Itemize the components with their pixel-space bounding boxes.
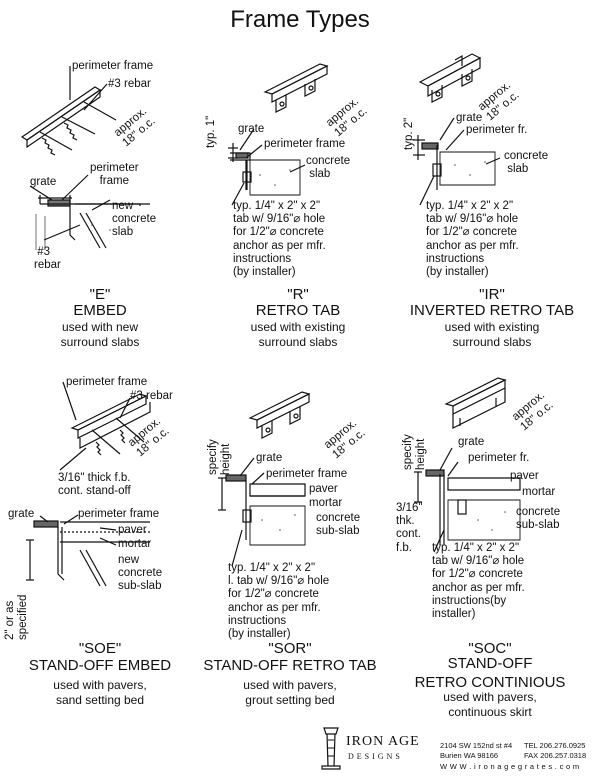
standoff-embed-section xyxy=(26,520,150,587)
type-name-ir: INVERTED RETRO TAB xyxy=(409,302,575,319)
retro-tab-perspective xyxy=(263,63,329,113)
type-name-soe: STAND-OFF EMBED xyxy=(28,657,172,674)
type-name-r: RETRO TAB xyxy=(255,302,341,319)
label-perimeter-fr-soc: perimeter fr. xyxy=(468,452,530,464)
retro-tab-section xyxy=(228,143,301,196)
standoff-continuous-perspective xyxy=(444,377,507,429)
label-perimeter-frame-sor: perimeter frame xyxy=(266,468,348,480)
standoff-retro-section xyxy=(218,474,306,546)
label-mortar-soe: mortar xyxy=(118,538,152,550)
label-grate-sor: grate xyxy=(256,452,283,464)
label-standoff-side-soc: 3/16"thk.cont.f.b. xyxy=(396,502,423,554)
standoff-retro-perspective xyxy=(248,391,311,439)
standoff-embed-perspective xyxy=(70,393,151,456)
label-grate-soc: grate xyxy=(458,436,485,448)
type-name-e: EMBED xyxy=(73,302,127,319)
label-perimeter-frame-r: perimeter frame xyxy=(264,138,346,150)
label-paver-soc: paver xyxy=(510,470,539,482)
page-title: Frame Types xyxy=(230,6,370,33)
footer-website[interactable]: W W W . i r o n a g e g r a t e s . c o … xyxy=(440,762,580,771)
label-grate: grate xyxy=(30,176,57,188)
label-grate-r: grate xyxy=(238,123,265,135)
standoff-continuous-section xyxy=(414,469,521,545)
label-grate-soe: grate xyxy=(8,508,35,520)
embed-perspective xyxy=(20,86,117,156)
label-perimeter-frame-split: perimeter frame xyxy=(90,162,139,188)
inverted-retro-section xyxy=(413,135,496,190)
iron-age-logo-icon xyxy=(321,727,341,770)
type-code-soc: "SOC" xyxy=(468,640,512,657)
label-paver-sor: paver xyxy=(309,483,338,495)
type-code-ir: "IR" xyxy=(479,286,505,303)
label-mortar-soc: mortar xyxy=(522,486,556,498)
label-perimeter-frame: perimeter frame xyxy=(72,60,154,72)
label-concrete-slab-r: concrete slab xyxy=(306,155,351,181)
label-paver-soe: paver xyxy=(118,524,147,536)
label-typ-1: typ. 1" xyxy=(205,115,217,148)
label-perimeter-frame-soe: perimeter frame xyxy=(66,376,148,388)
type-code-soe: "SOE" xyxy=(78,640,122,657)
label-perimeter-fr-ir: perimeter fr. xyxy=(466,124,528,136)
label-mortar-sor: mortar xyxy=(309,497,343,509)
type-use-soe: used with pavers,sand setting bed xyxy=(53,678,147,707)
note-standoff-soe: 3/16" thick f.b.cont. stand-off xyxy=(58,472,131,498)
type-code-r: "R" xyxy=(287,286,309,303)
label-perimeter-frame-soe-2: perimeter frame xyxy=(78,508,160,520)
brand-sub: DESIGNS xyxy=(348,752,403,761)
label-grate-ir: grate xyxy=(456,112,483,124)
brand-name: IRON AGE xyxy=(346,734,420,749)
label-rebar-soe: #3 rebar xyxy=(130,390,173,402)
type-use-soc: used with pavers,continuous skirt xyxy=(443,690,537,719)
type-use-sor: used with pavers,grout setting bed xyxy=(243,678,337,707)
type-code-sor: "SOR" xyxy=(268,640,312,657)
type-name-sor: STAND-OFF RETRO TAB xyxy=(203,657,377,674)
label-concrete-slab-ir: concrete slab xyxy=(504,150,549,176)
inverted-retro-perspective xyxy=(418,53,482,103)
note-tab-sor: typ. 1/4" x 2" x 2"l. tab w/ 9/16"⌀ hole… xyxy=(228,562,330,641)
label-rebar: #3 rebar xyxy=(108,78,151,90)
type-code-e: "E" xyxy=(89,286,111,303)
label-typ-2: typ. 2" xyxy=(403,117,415,150)
